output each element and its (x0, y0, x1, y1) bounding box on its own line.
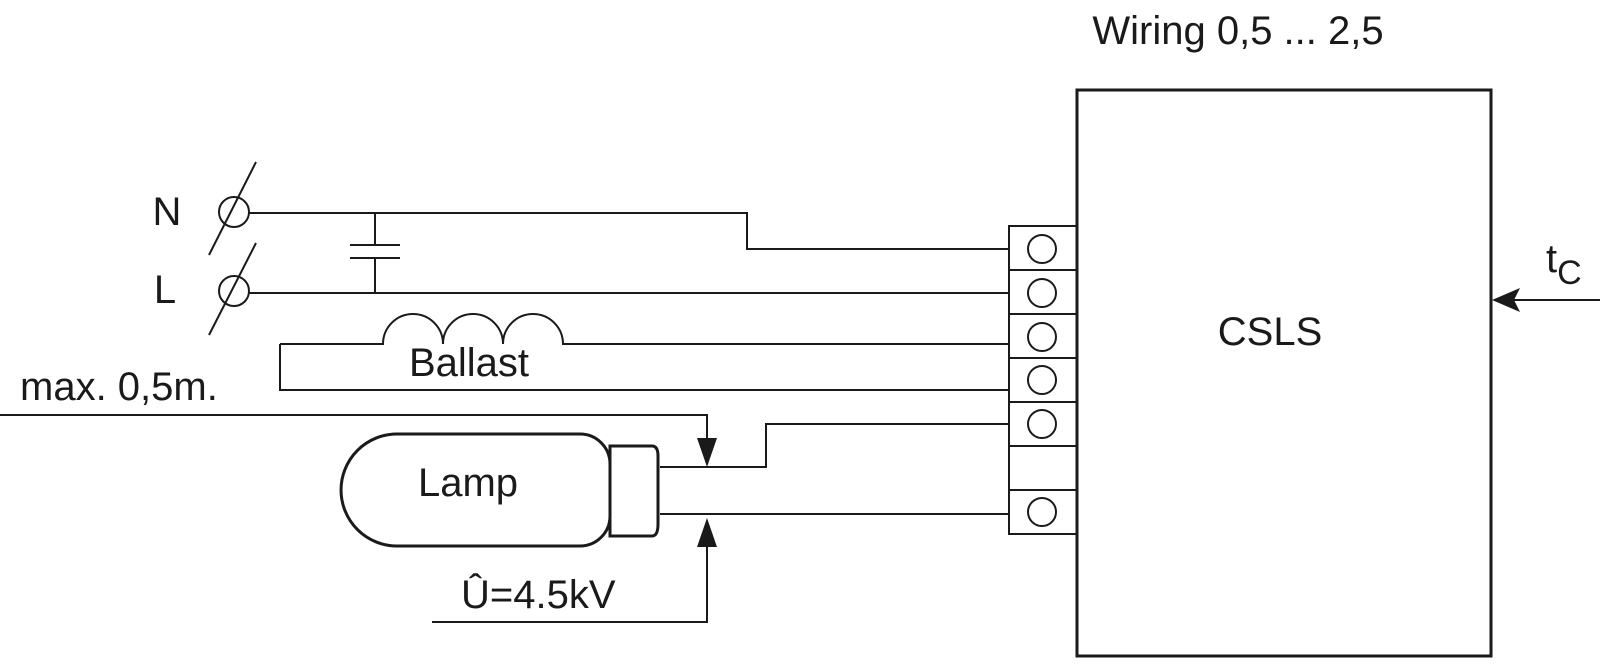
terminal-screw-6 (1027, 497, 1057, 527)
live-terminal-icon (218, 275, 250, 307)
terminal-block (1008, 225, 1078, 535)
terminal-screw-2 (1027, 278, 1057, 308)
neutral-wire (249, 212, 1009, 250)
lamp-body-icon (339, 432, 612, 548)
csls-label: CSLS (1218, 310, 1323, 354)
terminal-screw-3 (1027, 322, 1057, 352)
temperature-label-base: t (1546, 237, 1557, 281)
lamp-base-icon (608, 444, 660, 538)
ignition-voltage-arrow-icon (697, 518, 717, 547)
terminal-screw-4 (1027, 365, 1057, 395)
ballast-label: Ballast (409, 341, 529, 385)
wiring-title: Wiring 0,5 ... 2,5 (1092, 9, 1383, 53)
ignition-voltage-label: Û=4.5kV (461, 572, 616, 617)
lamp-label: Lamp (418, 461, 518, 505)
terminal-screw-1 (1027, 234, 1057, 264)
csls-device-box (1075, 88, 1493, 658)
neutral-slash (208, 161, 257, 256)
ballast-return-wire (279, 344, 1009, 391)
terminal-screw-5 (1027, 409, 1057, 439)
temperature-label: tC (1546, 237, 1582, 292)
temperature-label-subscript: C (1557, 254, 1582, 292)
lamp-upper-wire (660, 423, 1009, 468)
capacitor-icon (350, 213, 400, 293)
cable-length-note: max. 0,5m. (20, 365, 218, 409)
cable-length-arrow-icon (697, 438, 717, 467)
live-label: L (154, 268, 176, 312)
neutral-terminal-icon (218, 196, 250, 228)
neutral-label: N (153, 190, 182, 234)
ignition-voltage-leader (432, 535, 708, 623)
ballast-coil-icon (280, 313, 1009, 345)
temperature-arrow-icon (1492, 288, 1520, 312)
live-slash (208, 242, 257, 336)
cable-length-leader (0, 414, 708, 450)
terminal-block-frame (1008, 225, 1078, 535)
